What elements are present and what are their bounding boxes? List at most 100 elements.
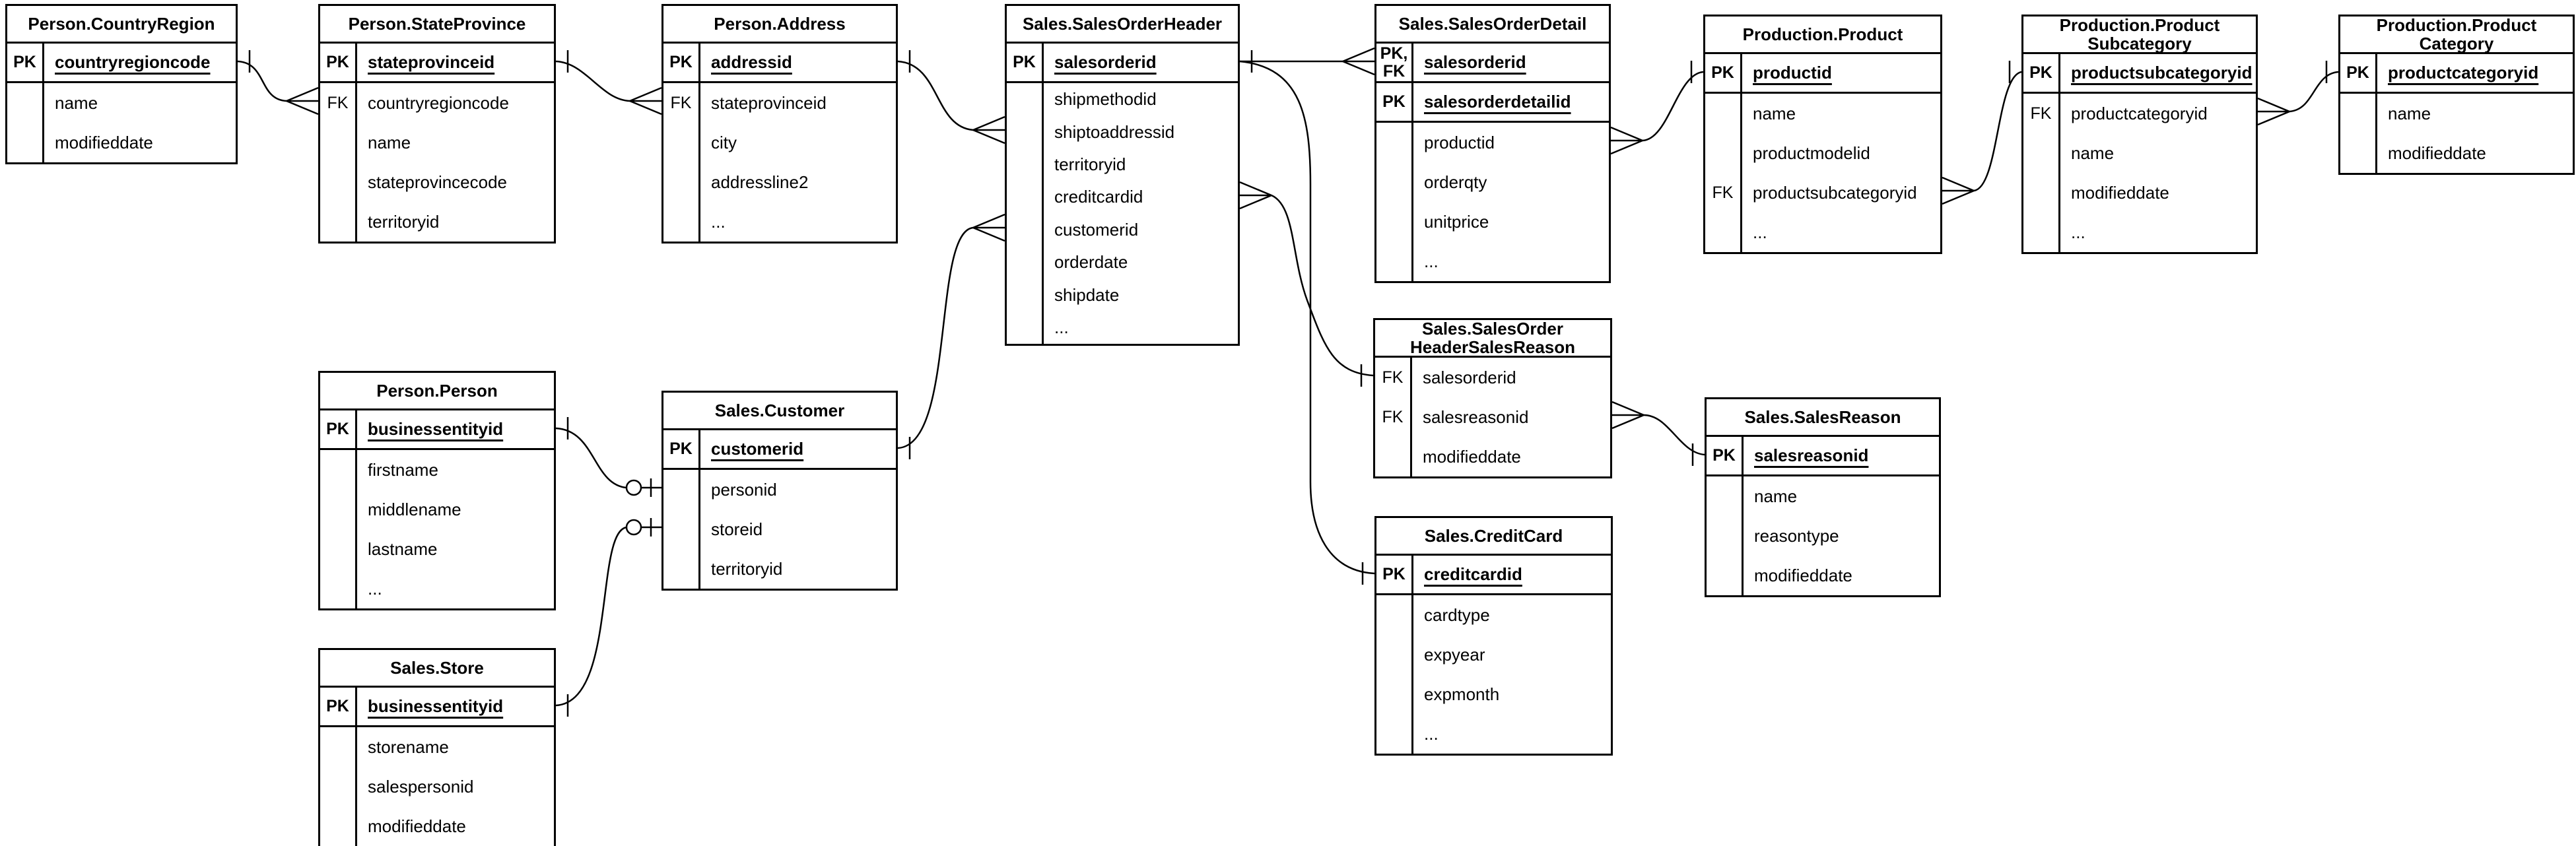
key-badge: PK: [1007, 44, 1044, 81]
column-name: expyear: [1424, 644, 1485, 665]
attribute-row: modifieddate: [2340, 133, 2573, 173]
relationship-line: [237, 60, 287, 102]
attribute-row: customerid: [1007, 213, 1238, 246]
key-badge: [320, 727, 357, 767]
relationship-line: [555, 60, 630, 102]
key-badge: PK: [1705, 54, 1742, 92]
key-badge: [1376, 242, 1413, 281]
column-name: salesreasonid: [1423, 407, 1529, 427]
column-name: city: [711, 132, 737, 152]
key-badge: [1376, 162, 1413, 202]
key-badge: [1707, 556, 1744, 595]
cardinality-many-marker: [972, 213, 1005, 242]
attribute-row: ...: [1705, 212, 1940, 252]
key-badge: FK: [320, 83, 357, 123]
entity-title-line: Subcategory: [2087, 34, 2192, 53]
key-badge: [320, 806, 357, 846]
key-badge: [1007, 148, 1044, 181]
entity-title: Production.Product: [1705, 16, 1940, 54]
column-name: businessentityid: [368, 419, 504, 439]
attribute-row: reasontype: [1707, 516, 1939, 556]
attribute-row: middlename: [320, 490, 554, 529]
column-name: businessentityid: [368, 696, 504, 716]
key-badge: [1707, 516, 1744, 556]
attribute-row: shiptoaddressid: [1007, 115, 1238, 148]
key-badge: [663, 470, 700, 509]
key-badge: [1376, 123, 1413, 162]
entity-title: Person.Address: [663, 6, 896, 44]
column-name: ...: [1054, 317, 1069, 337]
attribute-row: salespersonid: [320, 767, 554, 806]
key-badge: FK: [1375, 358, 1412, 397]
attribute-row: name: [2340, 94, 2573, 133]
key-badge: PK, FK: [1376, 44, 1413, 81]
key-badge: PK: [320, 410, 357, 448]
key-badge: [320, 490, 357, 529]
key-badge: [1376, 202, 1413, 242]
column-name: ...: [711, 211, 726, 232]
column-name: modifieddate: [1754, 565, 1852, 585]
column-name: cardtype: [1424, 604, 1490, 625]
key-badge: [663, 509, 700, 549]
attribute-row: name: [7, 83, 236, 123]
entity-title-line: Sales.Store: [390, 658, 484, 678]
column-name: countryregioncode: [368, 92, 509, 113]
column-name: productcategoryid: [2071, 103, 2208, 123]
entity-title: Sales.Store: [320, 650, 554, 688]
entity-title: Person.StateProvince: [320, 6, 554, 44]
column-name: modifieddate: [55, 132, 153, 152]
attribute-row: ...: [320, 569, 554, 608]
cardinality-many-marker: [1611, 401, 1644, 430]
key-badge: FK: [1705, 173, 1742, 212]
column-name: addressid: [711, 52, 792, 72]
column-name: countryregioncode: [55, 52, 211, 72]
column-name: salesreasonid: [1754, 445, 1869, 465]
key-badge: PK: [2023, 54, 2060, 92]
column-name: salesorderdetailid: [1424, 92, 1571, 112]
column-name: stateprovinceid: [711, 92, 827, 113]
relationship-line: [1643, 414, 1705, 456]
key-badge: [1707, 476, 1744, 516]
entity-title: Sales.SalesReason: [1707, 399, 1939, 437]
column-name: modifieddate: [368, 816, 466, 836]
column-name: name: [368, 132, 411, 152]
relationship-line: [2289, 71, 2339, 113]
key-badge: FK: [2023, 94, 2060, 133]
key-badge: [1376, 595, 1413, 635]
attribute-row: firstname: [320, 450, 554, 490]
attribute-row: territoryid: [320, 202, 554, 242]
attribute-row: shipdate: [1007, 278, 1238, 311]
column-name: name: [1753, 103, 1796, 123]
attribute-row: modifieddate: [7, 123, 236, 162]
column-name: name: [1754, 486, 1798, 506]
key-badge: PK: [1376, 83, 1413, 121]
attribute-row: expmonth: [1376, 674, 1611, 714]
relationship-line: [1973, 71, 2022, 192]
entity-title-line: Production.Product: [2059, 15, 2220, 35]
cardinality-many-marker: [1610, 126, 1643, 155]
entity-title-line: Sales.CreditCard: [1424, 526, 1563, 546]
key-badge: [1705, 94, 1742, 133]
entity-title: Sales.SalesOrderHeader: [1007, 6, 1238, 44]
